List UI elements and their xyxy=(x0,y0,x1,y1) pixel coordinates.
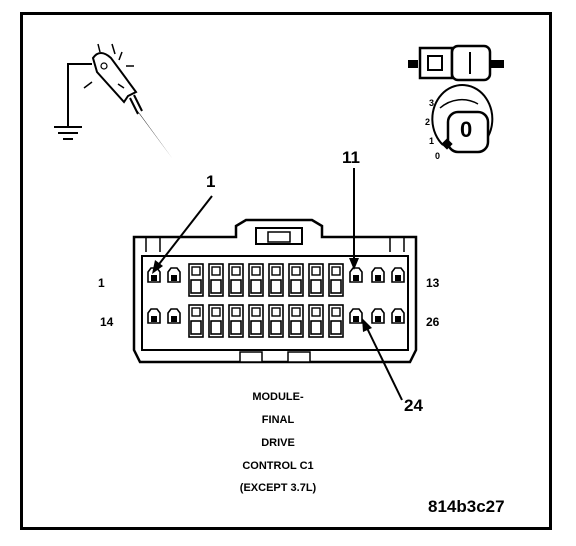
pin-terminal xyxy=(330,320,342,335)
pin-latch xyxy=(291,266,301,276)
pin-label-row2-left: 14 xyxy=(100,315,114,329)
pin-terminal xyxy=(230,279,242,294)
pin-terminal xyxy=(310,320,322,335)
pin-terminal xyxy=(171,275,177,281)
pin-grid xyxy=(147,263,405,338)
pin-terminal xyxy=(310,279,322,294)
connector-title-line-3: DRIVE xyxy=(261,437,295,449)
pin-latch xyxy=(191,307,201,317)
connector-title-line-1: MODULE- xyxy=(252,391,304,403)
pin-terminal xyxy=(290,279,302,294)
pin-terminal xyxy=(270,279,282,294)
ignition-position-2: 2 xyxy=(425,117,431,127)
ignition-position-3: 3 xyxy=(429,98,435,108)
pin-terminal xyxy=(151,275,157,281)
pin-terminal xyxy=(353,316,359,322)
callout-arrows xyxy=(152,168,403,401)
ignition-position-1: 1 xyxy=(429,136,435,146)
connector-title-line-5: (EXCEPT 3.7L) xyxy=(239,482,317,494)
ignition-key-label: 0 xyxy=(460,117,473,142)
pin-latch xyxy=(231,266,241,276)
pin-terminal xyxy=(190,320,202,335)
connector-icon xyxy=(408,44,504,82)
pin-latch xyxy=(311,307,321,317)
connector-title-line-4: CONTROL C1 xyxy=(242,460,314,472)
callout-pin-11: 11 xyxy=(342,148,360,167)
pin-latch xyxy=(211,266,221,276)
pin-label-row2-right: 26 xyxy=(426,315,440,329)
pin-terminal xyxy=(151,316,157,322)
pin-latch xyxy=(311,266,321,276)
pin-latch xyxy=(291,307,301,317)
pin-terminal xyxy=(171,316,177,322)
pin-terminal xyxy=(395,316,401,322)
pin-latch xyxy=(271,307,281,317)
pin-latch xyxy=(191,266,201,276)
pin-terminal xyxy=(330,279,342,294)
pin-label-row1-left: 1 xyxy=(98,276,105,290)
pin-terminal xyxy=(210,320,222,335)
callout-pin-1: 1 xyxy=(206,172,216,191)
pin-terminal xyxy=(250,279,262,294)
pin-label-row1-right: 13 xyxy=(426,276,440,290)
ignition-position-0: 0 xyxy=(435,151,441,161)
pin-latch xyxy=(231,307,241,317)
figure-id: 814b3c27 xyxy=(428,497,505,516)
pin-terminal xyxy=(375,316,381,322)
pin-latch xyxy=(211,307,221,317)
pin-latch xyxy=(251,266,261,276)
pin-latch xyxy=(251,307,261,317)
pin-latch xyxy=(271,266,281,276)
pin-terminal xyxy=(190,279,202,294)
pin-terminal xyxy=(210,279,222,294)
pin-terminal xyxy=(290,320,302,335)
pin-terminal xyxy=(250,320,262,335)
test-probe-icon xyxy=(54,43,172,158)
pin-latch xyxy=(331,307,341,317)
pin-terminal xyxy=(270,320,282,335)
pin-terminal xyxy=(375,275,381,281)
pin-terminal xyxy=(395,275,401,281)
pin-terminal xyxy=(230,320,242,335)
ignition-switch-icon xyxy=(431,84,494,154)
pin-terminal xyxy=(353,275,359,281)
callout-pin-24: 24 xyxy=(404,396,423,415)
pin-latch xyxy=(331,266,341,276)
connector-title-line-2: FINAL xyxy=(261,414,295,426)
